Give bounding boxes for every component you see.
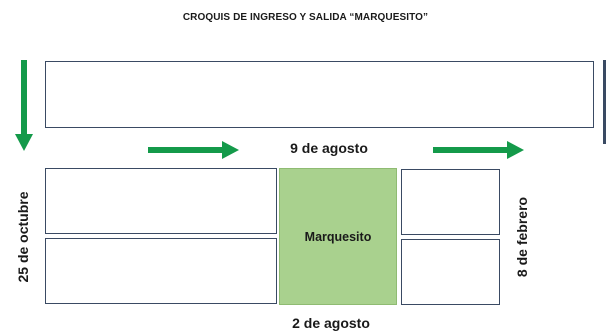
- street-label-north: 9 de agosto: [290, 140, 368, 156]
- edge-marker: [603, 60, 606, 144]
- right-arrow-icon: [433, 141, 524, 159]
- right-arrow-icon: [148, 141, 239, 159]
- right-lower-block: [401, 239, 500, 305]
- right-upper-block: [401, 169, 500, 235]
- diagram-title: CROQUIS DE INGRESO Y SALIDA “MARQUESITO”: [182, 12, 429, 23]
- top-block: [45, 61, 594, 128]
- street-label-west: 25 de octubre: [15, 191, 31, 283]
- plaza-label: Marquesito: [304, 229, 372, 244]
- street-label-south: 2 de agosto: [292, 315, 370, 331]
- plaza-marquesito: Marquesito: [279, 168, 397, 305]
- down-arrow-icon: [15, 60, 33, 151]
- left-upper-block: [45, 168, 277, 234]
- left-lower-block: [45, 238, 277, 304]
- street-label-east: 8 de febrero: [514, 196, 530, 278]
